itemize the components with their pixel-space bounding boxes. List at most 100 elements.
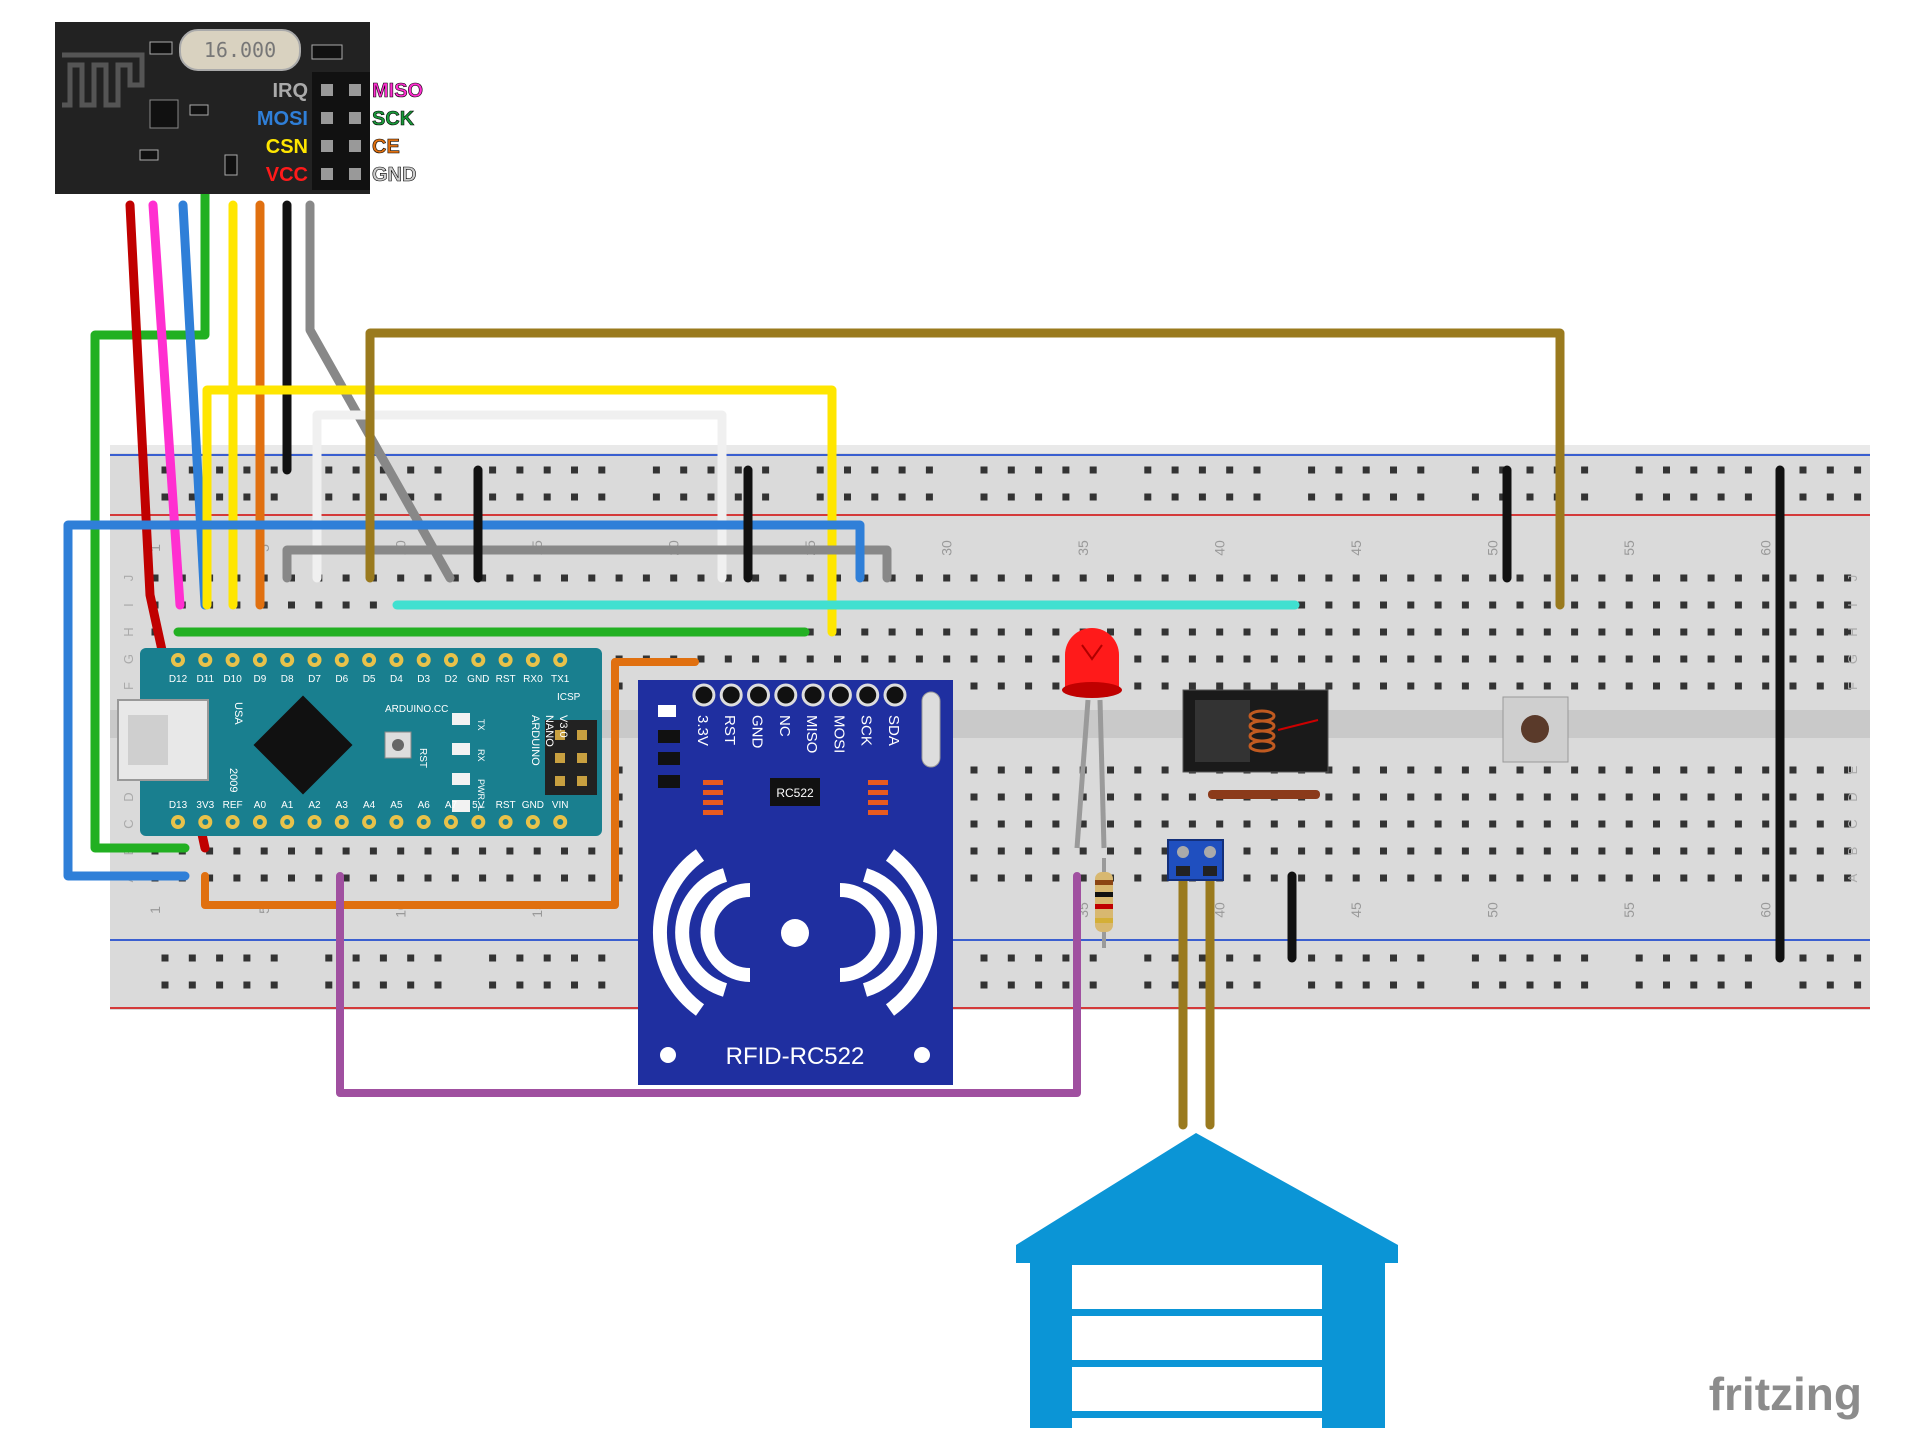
hole bbox=[1025, 766, 1033, 774]
hole bbox=[397, 574, 405, 582]
rail-hole bbox=[1144, 466, 1152, 474]
rail-hole bbox=[352, 981, 360, 989]
hole bbox=[997, 766, 1005, 774]
hole bbox=[1789, 655, 1797, 663]
hole bbox=[615, 874, 623, 882]
hole bbox=[1407, 847, 1415, 855]
rail-hole bbox=[1226, 954, 1234, 962]
hole bbox=[1325, 793, 1333, 801]
atmega-chip bbox=[253, 695, 353, 795]
rail-hole bbox=[1471, 954, 1479, 962]
rail-hole bbox=[734, 493, 742, 501]
nano-pin-label: D4 bbox=[390, 674, 403, 685]
rail-hole bbox=[571, 954, 578, 962]
rail-hole bbox=[1799, 466, 1807, 474]
hole bbox=[1298, 574, 1306, 582]
hole bbox=[1653, 793, 1660, 801]
rail-hole bbox=[1744, 954, 1752, 962]
hole bbox=[1844, 655, 1852, 663]
hole bbox=[1052, 874, 1060, 882]
rail-hole bbox=[434, 954, 442, 962]
hole bbox=[1161, 682, 1169, 690]
nano-pin-label: RST bbox=[496, 800, 516, 811]
hole bbox=[1161, 847, 1169, 855]
rfid-pin bbox=[719, 683, 743, 707]
row-letter: F bbox=[1845, 682, 1860, 690]
hole bbox=[451, 574, 459, 582]
hole bbox=[1489, 628, 1497, 636]
rail-hole bbox=[243, 954, 251, 962]
push-button[interactable] bbox=[1502, 696, 1569, 763]
nano-led-label: L bbox=[476, 806, 486, 811]
hole bbox=[1844, 874, 1852, 882]
hole bbox=[1325, 628, 1333, 636]
rail-hole bbox=[1471, 493, 1479, 501]
rail-hole bbox=[871, 493, 879, 501]
hole bbox=[997, 847, 1005, 855]
hole bbox=[1380, 793, 1387, 801]
hole bbox=[1325, 874, 1333, 882]
rail-hole bbox=[1362, 981, 1370, 989]
hole bbox=[1188, 574, 1196, 582]
mount-hole-right bbox=[914, 1047, 930, 1063]
row-letter: C bbox=[1845, 819, 1860, 828]
hole bbox=[1789, 874, 1797, 882]
hole bbox=[451, 847, 459, 855]
rail-hole bbox=[571, 493, 578, 501]
rail-hole bbox=[1417, 493, 1425, 501]
rail-hole bbox=[352, 954, 360, 962]
hole bbox=[1188, 628, 1196, 636]
hole bbox=[997, 793, 1005, 801]
hole bbox=[1107, 628, 1114, 636]
hole bbox=[369, 601, 377, 609]
rail-hole bbox=[1253, 954, 1261, 962]
hole bbox=[1052, 682, 1060, 690]
hole bbox=[1516, 574, 1524, 582]
rail-hole bbox=[1826, 981, 1834, 989]
hole bbox=[1707, 874, 1715, 882]
hole bbox=[479, 847, 487, 855]
hole bbox=[1516, 655, 1524, 663]
hole bbox=[1653, 628, 1660, 636]
hole bbox=[1434, 847, 1442, 855]
hole bbox=[1134, 874, 1142, 882]
hole bbox=[1079, 847, 1087, 855]
hole bbox=[1380, 874, 1387, 882]
hole bbox=[1516, 601, 1524, 609]
nano-pin-label: 5V bbox=[472, 800, 485, 811]
hole bbox=[1052, 628, 1060, 636]
hole bbox=[1134, 628, 1142, 636]
rail-hole bbox=[1007, 981, 1015, 989]
hole bbox=[506, 574, 514, 582]
hole bbox=[342, 874, 350, 882]
hole bbox=[970, 820, 978, 828]
column-number: 1 bbox=[147, 544, 163, 552]
hole bbox=[1461, 574, 1469, 582]
hole bbox=[1734, 574, 1742, 582]
rail-hole bbox=[270, 466, 278, 474]
hole bbox=[1270, 655, 1278, 663]
rail-hole bbox=[1390, 954, 1397, 962]
hole bbox=[1707, 793, 1715, 801]
rail-hole bbox=[844, 493, 851, 501]
hole bbox=[1789, 847, 1797, 855]
hole bbox=[1543, 655, 1551, 663]
hole bbox=[1134, 847, 1142, 855]
rail-hole bbox=[1553, 981, 1561, 989]
push-button-cap[interactable] bbox=[1521, 715, 1549, 743]
nrf-pin-label: CE bbox=[372, 136, 400, 158]
rail-hole bbox=[1198, 981, 1206, 989]
icsp-header bbox=[545, 720, 597, 795]
hole bbox=[1734, 601, 1742, 609]
rail-hole bbox=[1308, 981, 1316, 989]
wire-blue-loop bbox=[63, 520, 865, 881]
hole bbox=[970, 574, 978, 582]
nano-pin-label: D8 bbox=[281, 674, 294, 685]
hole bbox=[1380, 820, 1387, 828]
rc522-chip bbox=[770, 778, 820, 806]
row-letter: D bbox=[1845, 792, 1860, 801]
hole bbox=[1052, 655, 1060, 663]
rail-hole bbox=[489, 981, 497, 989]
hole bbox=[1543, 628, 1551, 636]
